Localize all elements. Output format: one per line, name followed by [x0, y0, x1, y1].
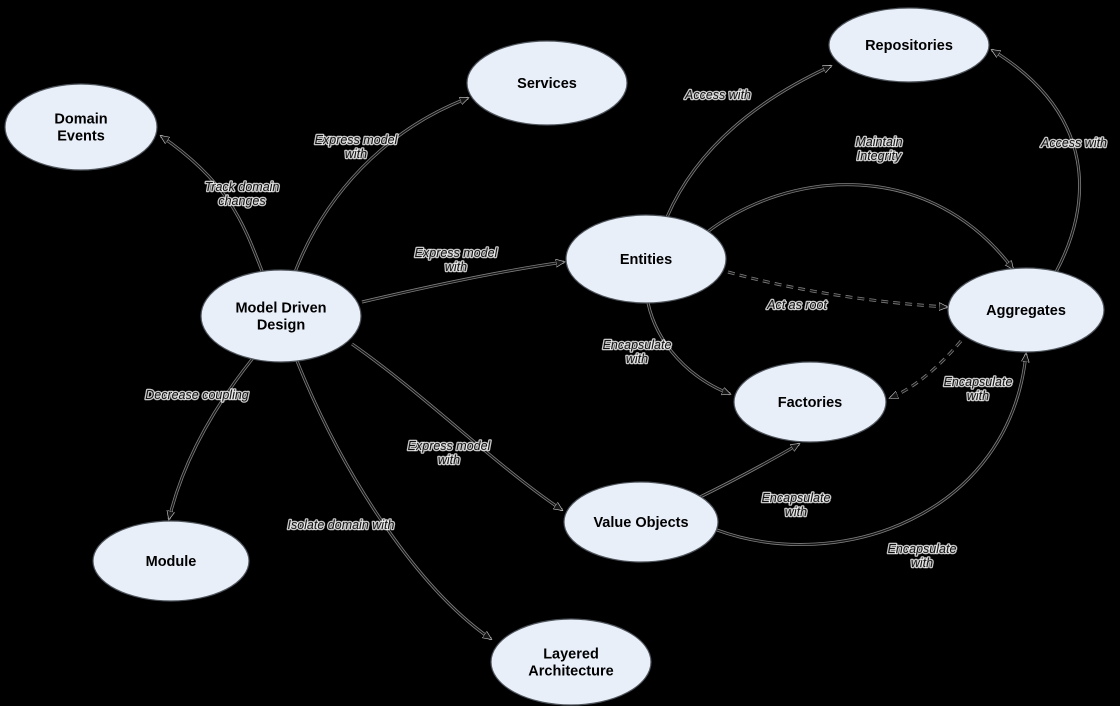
node-ellipse	[92, 520, 250, 602]
edge-path	[161, 136, 263, 272]
edge-label: Access with	[1040, 136, 1107, 150]
node-services: Services	[466, 40, 628, 126]
node-repositories: Repositories	[828, 7, 990, 83]
edge-path	[716, 354, 1026, 546]
node-ellipse	[565, 214, 727, 304]
edge-path	[992, 50, 1081, 273]
edge-label: Act as root	[766, 298, 827, 312]
edge-halo	[167, 357, 255, 520]
edge-halo	[295, 360, 492, 641]
node-label: Module	[146, 554, 197, 570]
node-ellipse	[828, 7, 990, 83]
node-label: Factories	[778, 395, 842, 411]
edge-access-with-aggregates: Access with	[992, 48, 1108, 273]
node-label: Services	[517, 76, 577, 92]
edge-path	[666, 66, 831, 218]
edge-path	[169, 357, 254, 519]
edge-path	[294, 98, 468, 273]
node-label: Value Objects	[593, 515, 688, 531]
edge-path	[705, 183, 1013, 269]
edge-halo	[889, 340, 963, 400]
node-aggregates: Aggregates	[947, 267, 1105, 353]
node-ellipse	[200, 269, 362, 363]
node-label: Aggregates	[986, 303, 1066, 319]
node-ellipse	[947, 267, 1105, 353]
node-ellipse	[466, 40, 628, 126]
edge-path	[647, 302, 730, 394]
node-label: Repositories	[865, 38, 953, 54]
node-factories: Factories	[733, 361, 887, 443]
edge-halo	[705, 183, 1015, 270]
edge-path	[351, 343, 562, 510]
edge-decrease-coupling: Decrease coupling	[144, 357, 255, 520]
node-label: Entities	[620, 252, 672, 268]
edge-halo	[727, 270, 948, 309]
edge-path	[296, 360, 491, 639]
edge-act-as-root: Act as root	[727, 270, 948, 313]
edge-path	[693, 444, 799, 501]
edge-access-with-entities: Access with	[665, 64, 831, 218]
edge-path	[890, 340, 962, 398]
node-ellipse	[563, 481, 719, 563]
edge-label: Isolate domain with	[287, 518, 394, 532]
node-ellipse	[4, 83, 158, 171]
node-ellipse	[733, 361, 887, 443]
node-value-objects: Value Objects	[563, 481, 719, 563]
edge-label: Access with	[684, 88, 751, 102]
edge-label: Decrease coupling	[145, 388, 249, 402]
edge-path	[727, 271, 947, 307]
node-entities: Entities	[565, 214, 727, 304]
node-module: Module	[92, 520, 250, 602]
edge-isolate-domain: Isolate domain with	[286, 360, 492, 641]
edge-path	[361, 262, 564, 303]
node-ellipse	[490, 618, 652, 706]
